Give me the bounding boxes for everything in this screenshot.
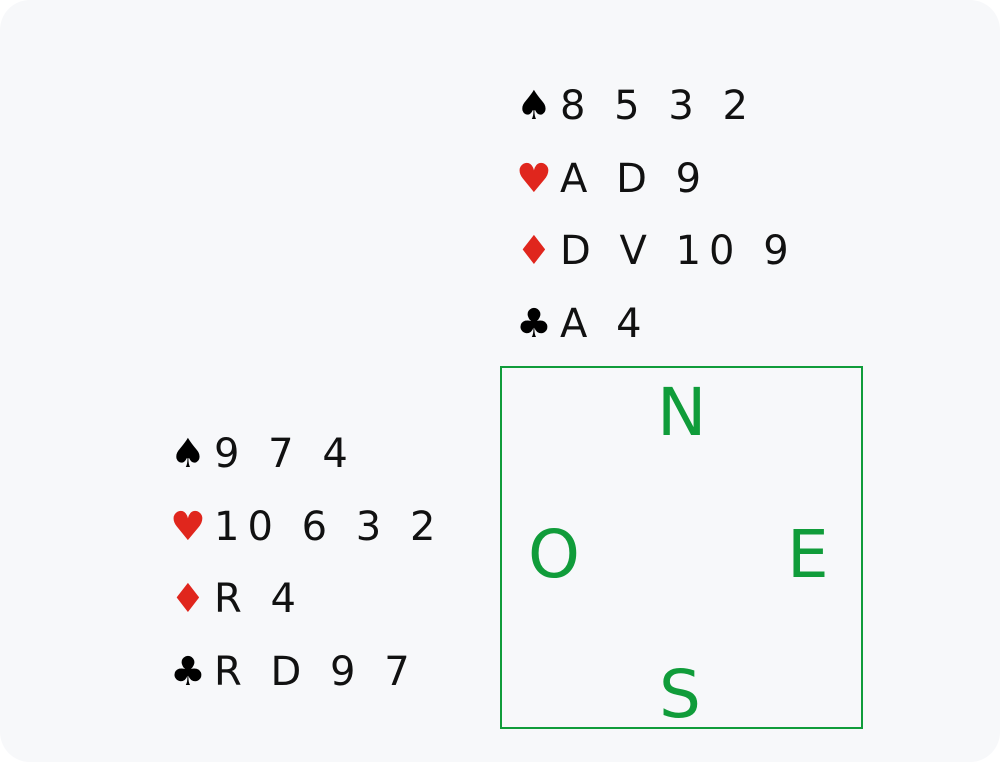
west-spades-cards: 9 7 4 bbox=[214, 431, 356, 478]
west-spades-line: ♠ 9 7 4 bbox=[170, 418, 443, 491]
west-diamonds-cards: R 4 bbox=[214, 576, 304, 623]
north-diamonds-cards: D V 10 9 bbox=[560, 228, 797, 275]
north-hand: ♠ 8 5 3 2 ♥ A D 9 ♦ D V 10 9 ♣ A 4 bbox=[516, 70, 797, 360]
north-clubs-line: ♣ A 4 bbox=[516, 288, 797, 361]
club-icon: ♣ bbox=[170, 648, 206, 695]
west-clubs-line: ♣ R D 9 7 bbox=[170, 636, 443, 709]
west-hearts-line: ♥ 10 6 3 2 bbox=[170, 491, 443, 564]
club-icon: ♣ bbox=[516, 300, 552, 347]
north-spades-line: ♠ 8 5 3 2 bbox=[516, 70, 797, 143]
spade-icon: ♠ bbox=[516, 83, 552, 130]
west-hand: ♠ 9 7 4 ♥ 10 6 3 2 ♦ R 4 ♣ R D 9 7 bbox=[170, 418, 443, 708]
north-spades-cards: 8 5 3 2 bbox=[560, 83, 756, 130]
west-hearts-cards: 10 6 3 2 bbox=[214, 503, 444, 550]
compass-south-label: S bbox=[659, 656, 701, 733]
compass-west-label: O bbox=[528, 516, 580, 593]
compass-box: N O E S bbox=[500, 366, 863, 729]
spade-icon: ♠ bbox=[170, 431, 206, 478]
heart-icon: ♥ bbox=[516, 155, 552, 202]
north-hearts-line: ♥ A D 9 bbox=[516, 143, 797, 216]
north-hearts-cards: A D 9 bbox=[560, 155, 710, 202]
west-clubs-cards: R D 9 7 bbox=[214, 648, 418, 695]
north-diamonds-line: ♦ D V 10 9 bbox=[516, 215, 797, 288]
north-clubs-cards: A 4 bbox=[560, 300, 650, 347]
diamond-icon: ♦ bbox=[516, 228, 552, 275]
compass-north-label: N bbox=[657, 374, 707, 451]
heart-icon: ♥ bbox=[170, 503, 206, 550]
compass-east-label: E bbox=[787, 516, 829, 593]
diamond-icon: ♦ bbox=[170, 576, 206, 623]
west-diamonds-line: ♦ R 4 bbox=[170, 563, 443, 636]
